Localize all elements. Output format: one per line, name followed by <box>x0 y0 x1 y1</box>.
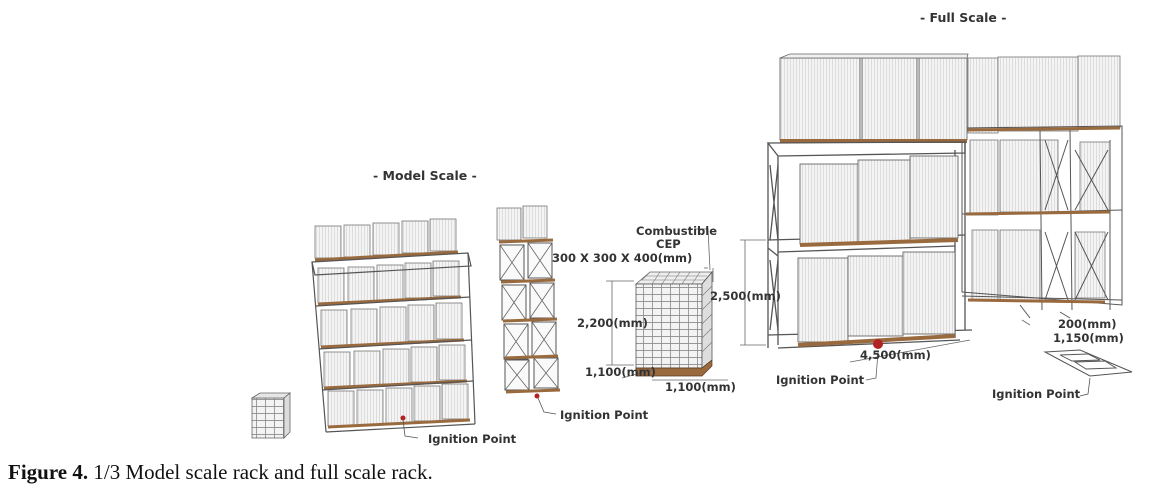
floor-ignition-label: Ignition Point <box>992 387 1081 401</box>
cep-label: CEP <box>656 237 681 251</box>
dim-1100-depth-label: 1,100(mm) <box>585 365 656 379</box>
model-front-ignition-label: Ignition Point <box>428 432 517 446</box>
model-scale-title: - Model Scale - <box>373 168 477 183</box>
figure-number: Figure 4. <box>8 460 89 484</box>
dim-2500-label: 2,500(mm) <box>710 289 781 303</box>
full-scale-title: - Full Scale - <box>920 10 1006 25</box>
dim-1100-width-label: 1,100(mm) <box>665 380 736 394</box>
small-cep-stack <box>250 392 292 439</box>
dim-2200-label: 2,200(mm) <box>577 316 648 330</box>
figure-caption: Figure 4. 1/3 Model scale rack and full … <box>8 460 433 485</box>
full-ignition-label: Ignition Point <box>776 373 865 387</box>
model-rack-side <box>496 205 561 415</box>
cep-size-label: 300 X 300 X 400(mm) <box>552 251 692 265</box>
model-rack-front <box>311 218 476 439</box>
dim-200-label: 200(mm) <box>1058 317 1116 331</box>
model-side-ignition-label: Ignition Point <box>560 408 649 422</box>
figure-caption-text: 1/3 Model scale rack and full scale rack… <box>88 460 433 484</box>
combustible-label: Combustible <box>636 224 717 238</box>
dim-1150-label: 1,150(mm) <box>1053 331 1124 345</box>
floor-plan <box>1043 349 1133 397</box>
cep-pallet-stack <box>606 228 728 381</box>
full-rack-main <box>740 53 1123 381</box>
dim-4500-label: 4,500(mm) <box>860 348 931 362</box>
